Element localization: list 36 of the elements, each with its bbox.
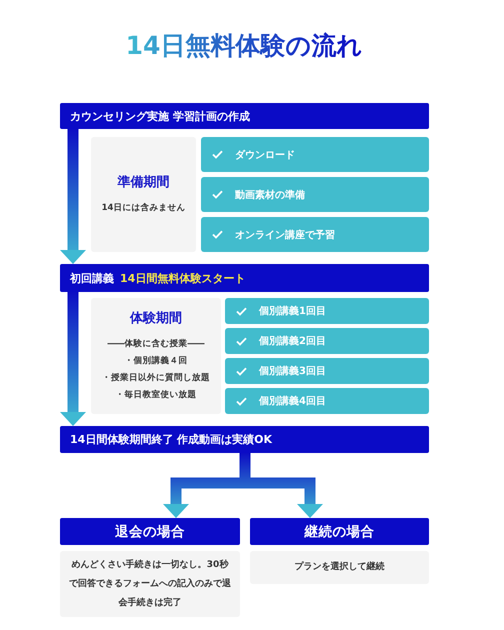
list-item: ・毎日教室使い放題 [116, 388, 196, 402]
detail-text: プランを選択して継続 [294, 560, 384, 574]
period-note: 14日には含みません [102, 202, 186, 214]
list-item: ・授業日以外に質問し放題 [102, 372, 210, 384]
stage-banner [60, 103, 429, 129]
task-box [225, 358, 429, 384]
stage-banner [60, 426, 429, 453]
stage-title: 14日間体験期間終了 作成動画は実績OK [70, 432, 272, 447]
task-label: 個別講義1回目 [259, 304, 326, 318]
section-heading: ――体験に含む授業―― [108, 338, 204, 350]
case-header [250, 518, 429, 545]
task-label: 個別講義2回目 [259, 334, 326, 348]
period-heading: 準備期間 [118, 174, 170, 190]
task-box [225, 388, 429, 414]
task-label: 個別講義4回目 [259, 394, 326, 408]
case-title: 継続の場合 [304, 522, 374, 540]
task-label: 動画素材の準備 [235, 188, 305, 202]
stage-title: カウンセリング実施 学習計画の作成 [70, 108, 250, 124]
task-box [201, 217, 429, 252]
stage-title: 初回講義 [70, 270, 114, 286]
task-box [201, 177, 429, 212]
list-item: ・個別講義４回 [124, 354, 188, 368]
task-label: 個別講義3回目 [259, 364, 326, 378]
task-box [225, 298, 429, 324]
arrow [60, 292, 86, 426]
case-title: 退会の場合 [115, 522, 185, 540]
case-header [60, 518, 240, 545]
task-box [201, 137, 429, 172]
stage-banner [60, 264, 429, 292]
stage-highlight: 14日間無料体験スタート [120, 270, 246, 286]
task-box [225, 328, 429, 354]
period-heading: 体験期間 [130, 310, 182, 326]
task-label: オンライン講座で予習 [235, 228, 335, 242]
arrow [60, 129, 86, 264]
detail-text: めんどくさい手続きは一切なし。30秒で回答できるフォームへの記入のみで退会手続きは完了 [68, 558, 232, 610]
task-label: ダウンロード [235, 148, 295, 162]
